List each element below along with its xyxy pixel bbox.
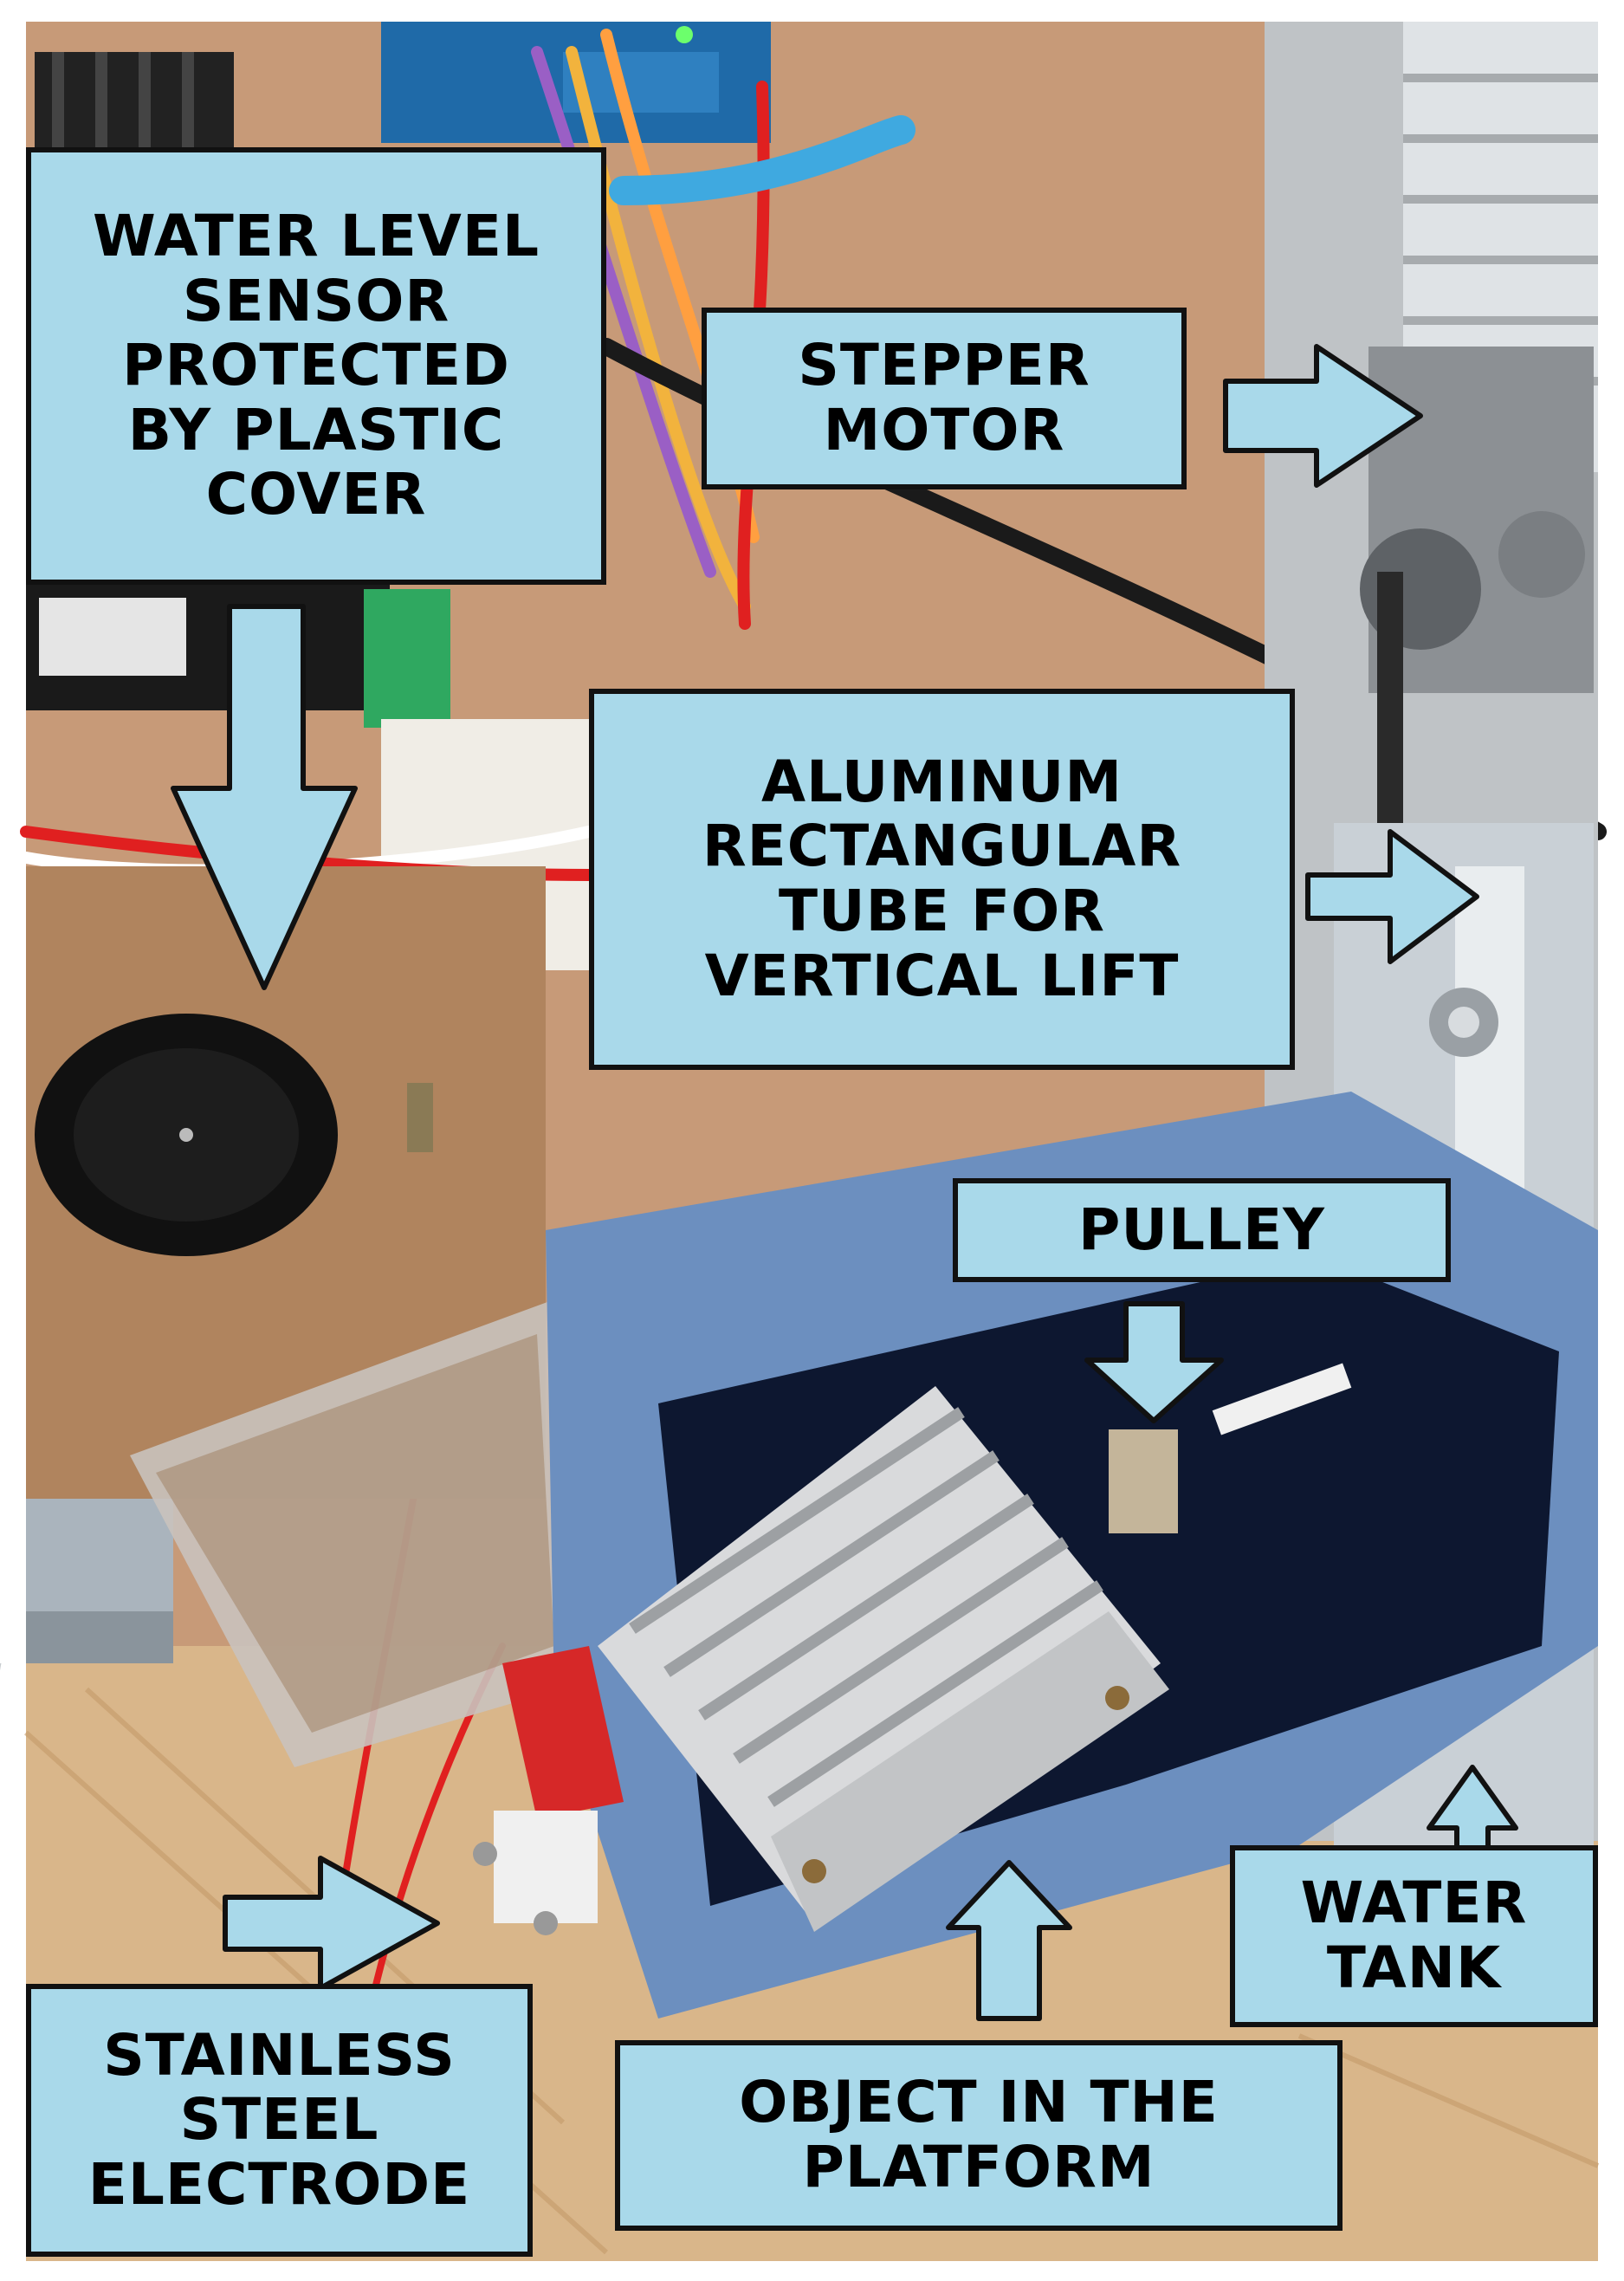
label-water-level-sensor: WATER LEVEL SENSOR PROTECTED BY PLASTIC … — [26, 147, 606, 585]
label-object-platform: OBJECT IN THE PLATFORM — [615, 2040, 1343, 2231]
label-water-tank-text: WATER TANK — [1300, 1870, 1528, 2001]
label-water-level-sensor-text: WATER LEVEL SENSOR PROTECTED BY PLASTIC … — [92, 203, 540, 528]
arrow-sensor-down — [171, 604, 358, 990]
arrow-tube-right — [1305, 829, 1479, 964]
pulley-wheel — [1109, 1429, 1178, 1533]
label-pulley: PULLEY — [953, 1178, 1451, 1282]
label-stepper-motor: STEPPER MOTOR — [702, 308, 1187, 489]
label-electrode-text: STAINLESS STEEL ELECTRODE — [87, 2021, 471, 2218]
arrow-object-up — [946, 1860, 1072, 2021]
arrow-stepper-right — [1223, 344, 1423, 488]
object-heatsink — [598, 1386, 1161, 1923]
label-pulley-text: PULLEY — [1078, 1196, 1325, 1263]
electrode-clip — [502, 1646, 624, 1819]
aluminum-rail — [26, 1490, 173, 1611]
label-aluminum-tube-text: ALUMINUM RECTANGULAR TUBE FOR VERTICAL L… — [702, 748, 1182, 1009]
arrow-electrode-right — [223, 1856, 440, 1991]
label-electrode: STAINLESS STEEL ELECTRODE — [26, 1984, 533, 2257]
label-aluminum-tube: ALUMINUM RECTANGULAR TUBE FOR VERTICAL L… — [589, 689, 1295, 1070]
label-stepper-motor-text: STEPPER MOTOR — [798, 332, 1090, 463]
label-object-platform-text: OBJECT IN THE PLATFORM — [739, 2069, 1219, 2200]
arrow-pulley-down — [1084, 1301, 1224, 1423]
label-water-tank: WATER TANK — [1230, 1845, 1598, 2027]
